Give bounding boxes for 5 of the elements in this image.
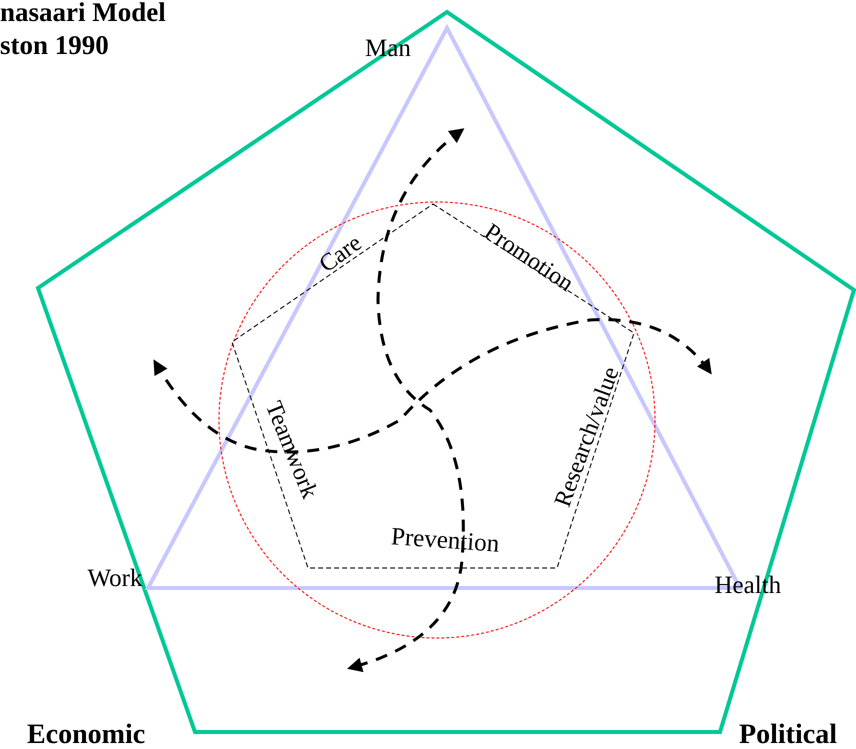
side-label: Prevention [390, 524, 500, 556]
side-label: Care [314, 230, 366, 278]
title: nasaari Model ston 1990 [0, 0, 167, 62]
corner-label: Political [739, 721, 837, 749]
corner-label: Economic [27, 721, 146, 749]
